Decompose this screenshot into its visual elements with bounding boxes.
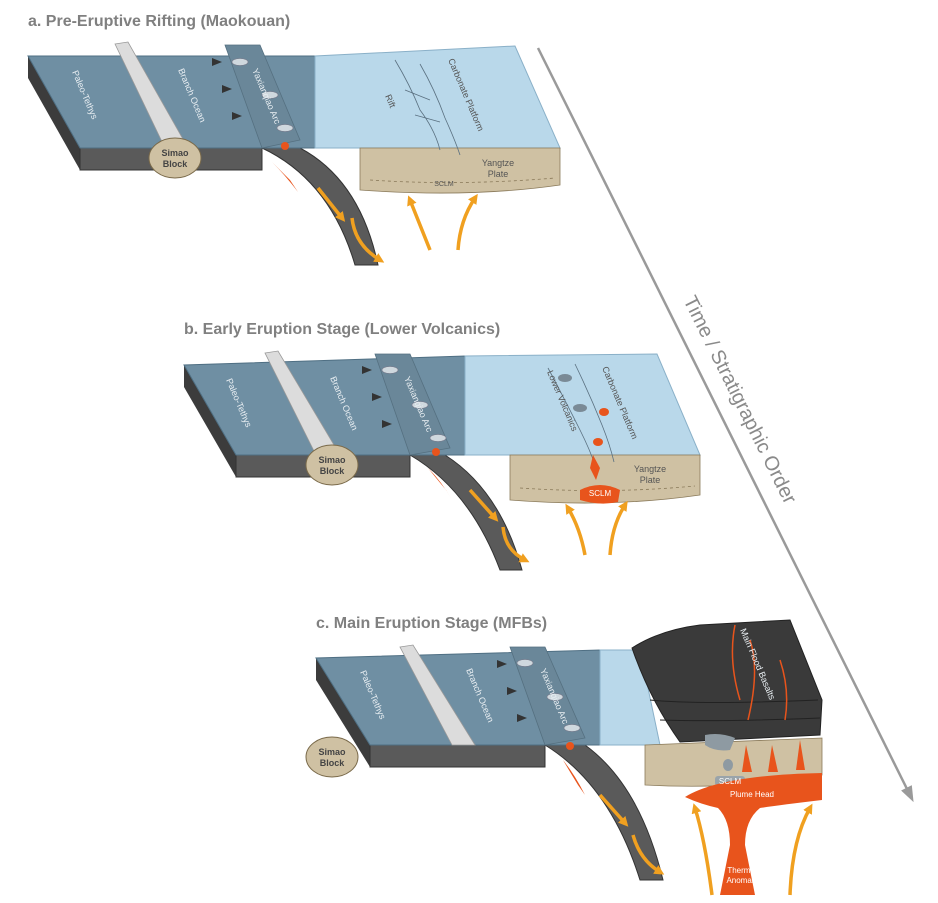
flow-arrow [407,195,432,251]
label-simao-1: Simao [161,148,189,158]
shallow-sea [314,45,561,149]
sclm-melt [580,485,620,504]
flow-arrow [456,193,478,251]
label-sclm: SCLM [589,489,612,498]
label-thermal-1: Thermal [727,866,757,875]
subducting-slab [261,147,379,266]
label-yangtze-2: Plate [488,169,509,179]
flow-arrow [350,217,385,263]
mantle-plume [685,773,822,895]
arc-magma [281,142,289,150]
flow-arrow [316,186,346,222]
label-simao-2: Block [320,466,346,476]
label-plume-head: Plume Head [730,790,774,799]
stage-c-title: c. Main Eruption Stage (MFBs) [316,615,547,632]
flood-basalt-block [631,619,823,743]
label-simao-1: Simao [318,747,346,757]
time-arrow [536,47,914,803]
stage-b-title: b. Early Eruption Stage (Lower Volcanics… [184,321,500,338]
trench-teeth [212,58,242,120]
label-simao-2: Block [320,758,346,768]
label-sclm: SCLM [434,181,454,188]
stage-b: b. Early Eruption Stage (Lower Volcanics… [183,321,701,571]
label-simao-2: Block [163,159,189,169]
stage-c: c. Main Eruption Stage (MFBs) [305,615,823,896]
label-simao-1: Simao [318,455,346,465]
simao-block [148,137,202,179]
stage-a: a. Pre-Eruptive Rifting (Maokouan) [27,13,561,266]
label-sclm: SCLM [719,777,742,786]
dykes [731,624,788,721]
yangtze-block [359,147,561,194]
stage-a-title: a. Pre-Eruptive Rifting (Maokouan) [28,13,290,30]
label-yangtze-2: Plate [640,475,661,485]
label-yangtze-1: Yangtze [634,464,666,474]
lithosphere-side [28,56,80,170]
label-yangtze-1: Yangtze [482,158,514,168]
label-thermal-2: Anomaly [726,876,757,885]
rift-lines [394,59,461,156]
